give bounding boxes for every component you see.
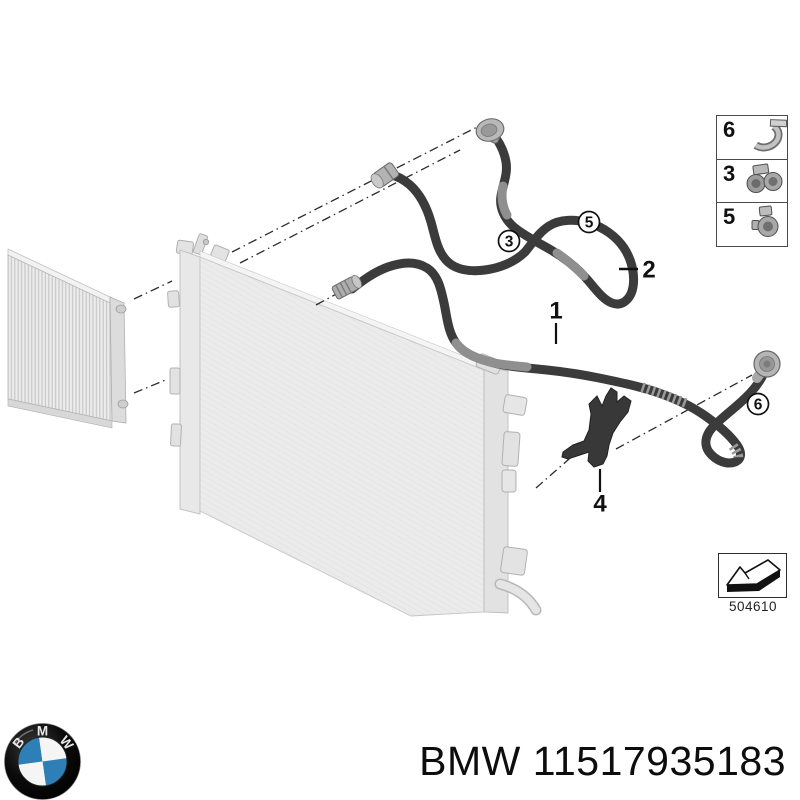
bmw-logo-letter-m: M <box>37 724 48 739</box>
callout-5-label: 5 <box>585 215 594 232</box>
legend-row-5-label: 5 <box>723 204 736 229</box>
bmw-roundel-icon: B M W <box>4 723 81 800</box>
hose-clamp-band-icon <box>741 115 788 160</box>
callout-4: 4 <box>593 469 607 518</box>
direction-indicator-code: 504610 <box>728 599 778 614</box>
legend-row-5: 5 <box>717 203 787 246</box>
callout-3-circled: 3 <box>497 229 521 253</box>
callout-2: 2 <box>619 257 656 284</box>
direction-indicator-frame <box>718 553 787 598</box>
part-number: BMW 11517935183 <box>419 738 786 784</box>
callout-3-label: 3 <box>505 234 514 251</box>
callout-4-label: 4 <box>593 491 607 518</box>
legend-row-3-label: 3 <box>723 160 736 186</box>
legend-row-3: 3 <box>717 158 787 203</box>
hose1-fitting-left <box>331 274 362 300</box>
callout-6-label: 6 <box>754 397 763 414</box>
callout-2-label: 2 <box>642 257 655 284</box>
hose-clamp-double-icon <box>741 158 787 203</box>
callout-1-label: 1 <box>549 298 562 325</box>
callouts: 1 2 3 4 5 6 <box>497 210 770 518</box>
callout-6-circled: 6 <box>746 392 770 416</box>
main-radiator-illustration <box>167 233 542 617</box>
coolant-hose-2 <box>370 118 639 309</box>
auxiliary-radiator-illustration <box>7 248 129 429</box>
bmw-roundel-quadrants <box>18 737 67 786</box>
callout-5-circled: 5 <box>577 210 601 234</box>
installation-direction-arrow-icon <box>726 559 781 592</box>
clamp-legend: 6 3 <box>716 115 788 247</box>
leader-lines <box>133 123 753 489</box>
hose1-fitting-right <box>752 350 781 383</box>
hose2-quick-connector-lower <box>370 162 400 189</box>
coolant-hose-1 <box>331 258 781 468</box>
legend-row-6-label: 6 <box>723 117 736 142</box>
callout-1: 1 <box>549 298 563 344</box>
hose2-quick-connector-upper <box>475 118 505 144</box>
mounting-bracket <box>561 387 632 468</box>
legend-row-6: 6 <box>717 115 788 160</box>
hose-clamp-single-icon <box>741 202 787 247</box>
